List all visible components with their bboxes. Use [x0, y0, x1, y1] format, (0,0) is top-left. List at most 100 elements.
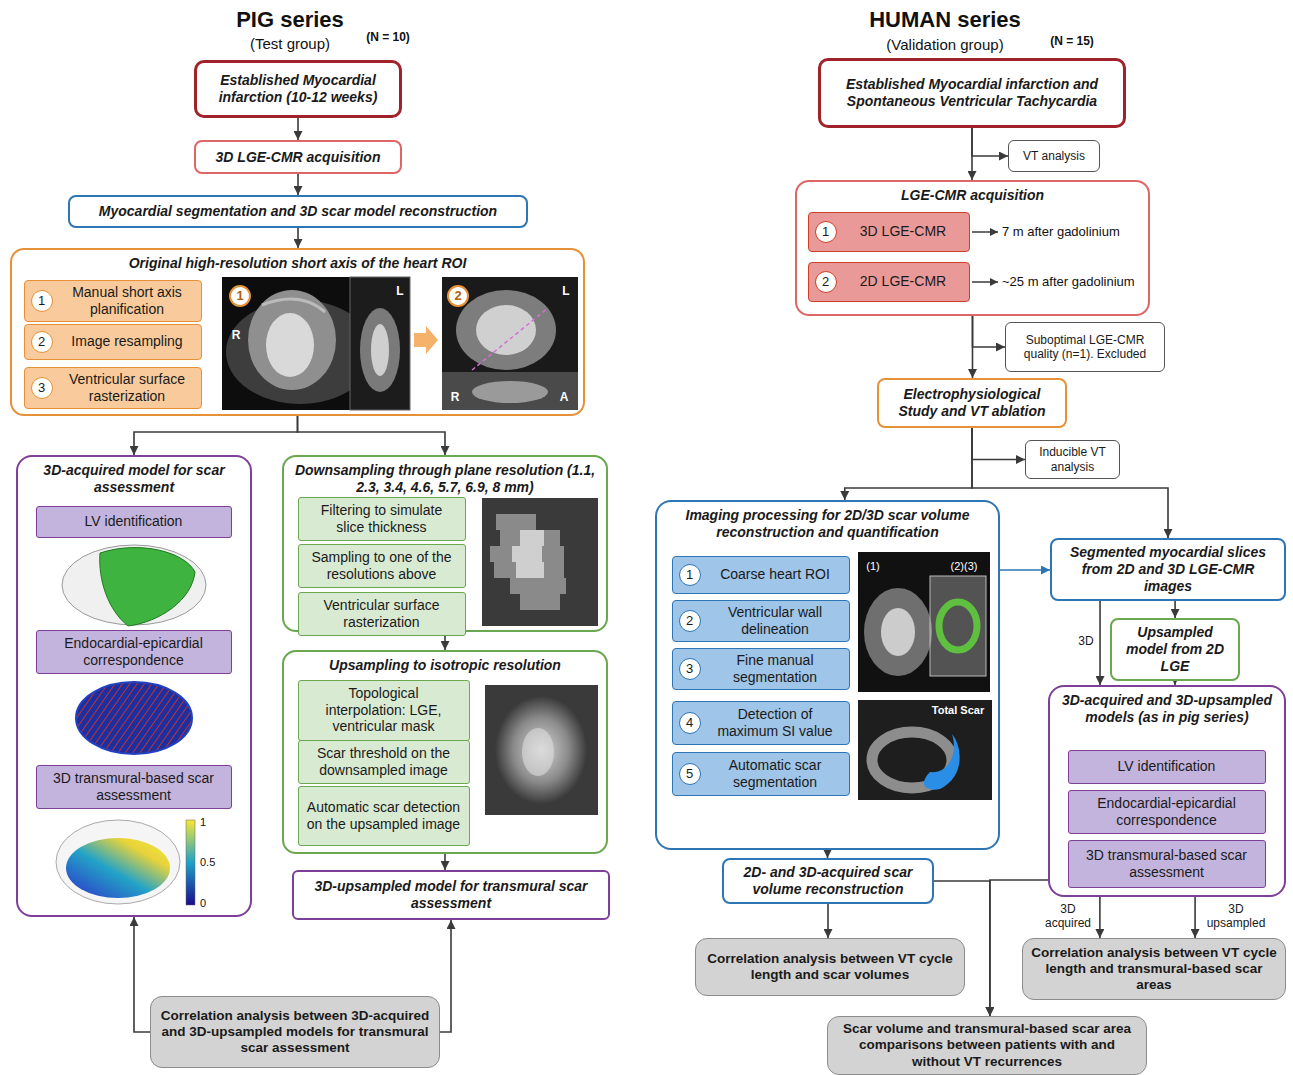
box-text: 3D transmural-based scar assessment: [1077, 847, 1257, 881]
step-number: 4: [679, 712, 701, 734]
fiber-model: [76, 682, 192, 754]
note-box: Inducible VT analysis: [1025, 440, 1120, 479]
flow-arrow: [1000, 569, 1050, 571]
step-box: 3 Fine manual segmentation: [672, 648, 850, 690]
box-text: Correlation analysis between VT cycle le…: [1031, 945, 1277, 994]
scar-image: [858, 700, 992, 800]
step-box: Filtering to simulate slice thickness: [298, 497, 466, 541]
illustration-part: [494, 562, 564, 578]
colorbar-tick: 0.5: [200, 856, 215, 869]
step-text: Fine manual segmentation: [708, 652, 843, 686]
step-text: Automatic scar segmentation: [708, 757, 843, 791]
box-text: Segmented myocardial slices from 2D and …: [1060, 544, 1276, 594]
box-text: 3D transmural-based scar assessment: [45, 770, 223, 804]
box-text: Filtering to simulate slice thickness: [307, 502, 457, 536]
illustration-part: [939, 602, 977, 650]
mri-image: [222, 277, 410, 410]
timing-arrow: [972, 281, 998, 283]
flow-arrow: [298, 416, 446, 455]
illustration-part: [881, 608, 915, 656]
step-box: Topological interpolation: LGE, ventricu…: [298, 680, 470, 741]
analysis-box: Correlation analysis between VT cycle le…: [695, 938, 965, 996]
group-panel: Imaging processing for 2D/3D scar volume…: [655, 500, 1000, 850]
illustration-part: [371, 324, 389, 376]
edge-label: 3D upsampled: [1205, 903, 1268, 931]
step-box: 3D transmural-based scar assessment: [1068, 840, 1266, 888]
group-panel: LGE-CMR acquisition13D LGE-CMR22D LGE-CM…: [795, 180, 1150, 316]
step-text: 3D LGE-CMR: [844, 223, 963, 240]
illustration-part: [495, 696, 587, 804]
box-text: Scar volume and transmural-based scar ar…: [836, 1021, 1138, 1070]
panel-label: (2)(3): [951, 560, 978, 573]
flow-arrow: [827, 904, 829, 938]
illustration-part: [222, 277, 410, 410]
event-box: Established Myocardial infarction (10-12…: [194, 60, 402, 118]
analysis-box: Scar volume and transmural-based scar ar…: [827, 1016, 1147, 1075]
flow-arrow: [845, 428, 972, 500]
step-box: 13D LGE-CMR: [808, 212, 970, 252]
callout-number: 1: [236, 289, 243, 304]
step-box: Automatic scar detection on the upsample…: [298, 786, 470, 846]
group-panel: 3D-acquired model for scar assessmentLV …: [16, 455, 252, 917]
note-box: VT analysis: [1008, 140, 1100, 172]
downsampled-image: [482, 498, 598, 626]
step-box: 2Image resampling: [24, 324, 202, 360]
illustration-part: [496, 514, 536, 530]
illustration-part: [858, 552, 990, 692]
colorbar-tick: 1: [200, 816, 206, 829]
box-text: Endocardial-epicardial correspondence: [45, 635, 223, 669]
illustration-part: [520, 530, 544, 546]
step-number: 3: [679, 658, 701, 680]
illustration-part: [472, 381, 548, 403]
box-text: 3D-upsampled model for transmural scar a…: [302, 878, 600, 912]
illustration-part: [512, 530, 544, 578]
timing-note: ~25 m after gadolinium: [1002, 275, 1135, 290]
step-box: LV identification: [1068, 750, 1266, 784]
box-text: Correlation analysis between 3D-acquired…: [159, 1008, 431, 1057]
orientation-letter: R: [232, 329, 241, 343]
box-text: LV identification: [1118, 758, 1216, 775]
mri-image: [442, 277, 578, 410]
illustration-part: [76, 682, 192, 754]
illustration-part: [482, 498, 598, 626]
box-text: Correlation analysis between VT cycle le…: [704, 951, 956, 983]
timing-arrow: [972, 231, 998, 233]
upsampled-image: [485, 685, 598, 815]
group-title: 3D-acquired model for scar assessment: [26, 462, 242, 496]
panel-label: Total Scar: [932, 704, 984, 717]
illustration-part: [448, 286, 468, 306]
illustration-part: [485, 685, 598, 815]
illustration-part: [472, 308, 548, 370]
process-box: 3D-upsampled model for transmural scar a…: [292, 870, 610, 920]
illustration-part: [500, 530, 560, 546]
edge-label: 3D: [1076, 635, 1095, 649]
illustration-part: [510, 578, 566, 594]
box-text: Upsampled model from 2D LGE: [1120, 624, 1230, 674]
group-subtitle: (Test group): [250, 35, 330, 52]
step-box: Sampling to one of the resolutions above: [298, 544, 466, 588]
illustration-part: [490, 514, 566, 610]
box-text: Ventricular surface rasterization: [307, 597, 457, 631]
timing-note: 7 m after gadolinium: [1002, 225, 1120, 240]
orange-arrow: [414, 326, 438, 354]
step-number: 3: [31, 377, 53, 399]
process-box: Electrophysiological Study and VT ablati…: [877, 378, 1067, 428]
step-box: 3Ventricular surface rasterization: [24, 367, 202, 409]
flow-arrow: [297, 118, 299, 140]
step-box: 4Detection of maximum SI value: [672, 701, 850, 745]
box-text: 2D- and 3D-acquired scar volume reconstr…: [732, 864, 924, 898]
flow-arrow: [827, 850, 829, 858]
step-box: 3D transmural-based scar assessment: [36, 765, 232, 809]
flow-arrow: [1194, 897, 1196, 938]
group-title: Imaging processing for 2D/3D scar volume…: [665, 507, 990, 541]
flow-arrow: [1099, 897, 1101, 938]
box-text: Scar threshold on the downsampled image: [307, 745, 461, 779]
group-subtitle: (Validation group): [886, 36, 1003, 53]
group-panel: Upsampling to isotropic resolutionTopolo…: [282, 650, 608, 854]
panel-label: (1): [866, 560, 879, 573]
analysis-box: Correlation analysis between 3D-acquired…: [150, 996, 440, 1068]
box-text: Suboptimal LGE-CMR quality (n=1). Exclud…: [1014, 333, 1156, 362]
box-text: Endocardial-epicardial correspondence: [1077, 795, 1257, 829]
illustration-part: [522, 728, 554, 776]
